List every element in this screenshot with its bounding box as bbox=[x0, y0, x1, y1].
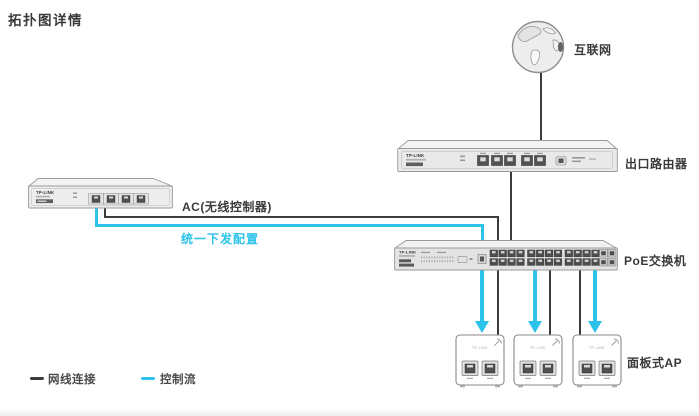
ac-node[interactable]: TP-LINK bbox=[28, 177, 173, 209]
legend: 网线连接 控制流 bbox=[0, 368, 699, 392]
ap-node-2[interactable]: TP-LINK bbox=[513, 334, 563, 388]
ap3-brand: TP-LINK bbox=[589, 346, 605, 350]
control-switch-to-ap1 bbox=[479, 267, 484, 322]
router-node[interactable]: TP-LINK bbox=[397, 139, 618, 173]
cable-switch-to-ap3 bbox=[579, 267, 581, 336]
cable-ac-down bbox=[103, 205, 106, 218]
cable-switch-to-ap2 bbox=[549, 267, 551, 336]
control-switch-to-ap2 bbox=[532, 267, 537, 322]
ap-node-3[interactable]: TP-LINK bbox=[572, 334, 622, 388]
poe-switch-node[interactable]: TP-LINK bbox=[394, 239, 618, 271]
ac-label: AC(无线控制器) bbox=[182, 200, 272, 214]
ap1-brand: TP-LINK bbox=[472, 346, 488, 350]
router-brand: TP-LINK bbox=[406, 153, 425, 158]
ac-brand: TP-LINK bbox=[36, 190, 55, 195]
legend-cable-label: 网线连接 bbox=[48, 374, 96, 386]
router-label: 出口路由器 bbox=[625, 157, 688, 171]
switch-led-grid bbox=[421, 256, 454, 263]
ap2-brand: TP-LINK bbox=[530, 346, 546, 350]
page-title: 拓扑图详情 bbox=[8, 13, 83, 28]
ap3-antenna-icon bbox=[611, 338, 619, 346]
page-bottom-edge bbox=[0, 409, 699, 416]
control-arrow-ap2 bbox=[527, 321, 542, 333]
globe-icon bbox=[511, 20, 565, 74]
control-ac-to-switch bbox=[481, 224, 484, 251]
router-ports bbox=[477, 152, 546, 166]
internet-label: 互联网 bbox=[574, 43, 612, 57]
cable-ac-to-switch bbox=[496, 216, 499, 251]
legend-cable-swatch bbox=[30, 377, 44, 380]
legend-control-label: 控制流 bbox=[160, 374, 196, 386]
control-ac-down bbox=[95, 206, 98, 226]
ac-ports bbox=[88, 193, 149, 205]
control-arrow-ap3 bbox=[587, 321, 602, 333]
switch-brand: TP-LINK bbox=[399, 249, 416, 254]
control-ac-horizontal bbox=[95, 224, 484, 227]
legend-control-swatch bbox=[141, 377, 155, 380]
config-push-label: 统一下发配置 bbox=[181, 232, 260, 246]
control-switch-to-ap3 bbox=[592, 267, 597, 322]
cable-ac-horizontal bbox=[103, 216, 499, 218]
cable-router-to-switch bbox=[509, 165, 512, 251]
ap2-antenna-icon bbox=[552, 338, 560, 346]
internet-node[interactable] bbox=[510, 20, 566, 74]
control-arrow-ap1 bbox=[474, 321, 489, 333]
cable-switch-to-ap1 bbox=[496, 267, 499, 336]
cable-internet-to-router bbox=[539, 71, 542, 158]
switch-label: PoE交换机 bbox=[624, 254, 687, 268]
ap-label: 面板式AP bbox=[627, 356, 683, 370]
ap-node-1[interactable]: TP-LINK bbox=[455, 334, 505, 388]
ap1-antenna-icon bbox=[494, 338, 502, 346]
